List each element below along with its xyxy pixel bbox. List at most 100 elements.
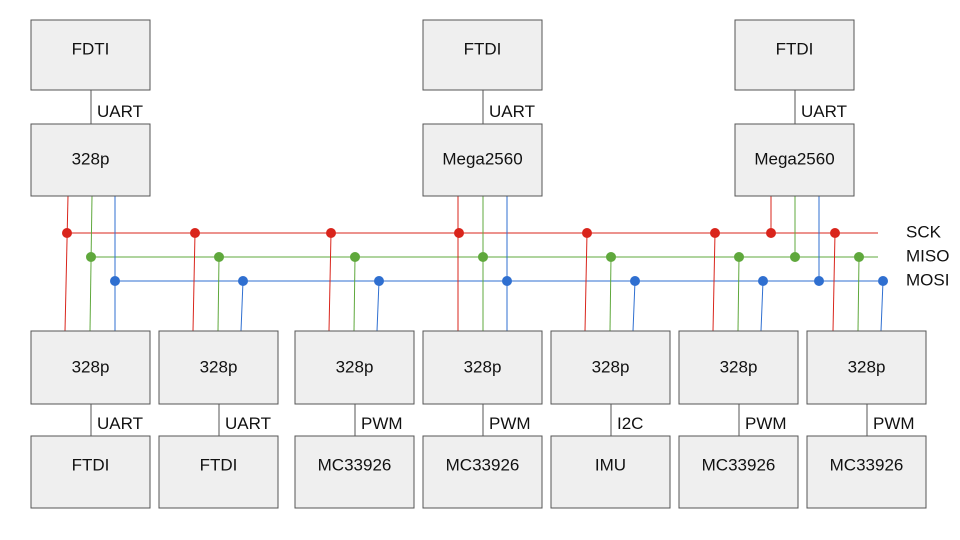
peripheral-label: IMU bbox=[595, 455, 626, 474]
top-node-2: UART FTDI Mega2560 bbox=[422, 19, 543, 197]
mosi-junction bbox=[110, 276, 120, 286]
bottom-5-sck-wire bbox=[584, 232, 588, 332]
miso-junction bbox=[86, 252, 96, 262]
controller-box: Mega2560 bbox=[734, 123, 855, 197]
bottom-2-miso-wire bbox=[217, 256, 220, 332]
mosi-junction bbox=[814, 276, 824, 286]
top-node-1: UART FDTI 328p bbox=[30, 19, 151, 197]
bottom-5-miso-wire bbox=[609, 256, 612, 332]
peripheral-box: MC33926 bbox=[422, 435, 543, 509]
bottom-5-mosi-wire bbox=[632, 280, 636, 332]
controller-label: Mega2560 bbox=[442, 149, 522, 168]
mosi-junction bbox=[238, 276, 248, 286]
mcu-box: 328p bbox=[158, 330, 279, 405]
bottom-7-link-label: PWM bbox=[873, 414, 915, 433]
programmer-box: FDTI bbox=[30, 19, 151, 91]
top-1-sck-wire bbox=[64, 195, 69, 332]
bottom-node-1: UART 328p FTDI bbox=[30, 330, 151, 509]
bus-junctions bbox=[62, 228, 888, 286]
mcu-label: 328p bbox=[464, 357, 502, 376]
peripheral-box: MC33926 bbox=[806, 435, 927, 509]
peripheral-label: MC33926 bbox=[830, 455, 904, 474]
bottom-2-link-label: UART bbox=[225, 414, 271, 433]
peripheral-box: MC33926 bbox=[678, 435, 799, 509]
bottom-6-mosi-wire bbox=[760, 280, 764, 332]
miso-junction bbox=[854, 252, 864, 262]
bottom-3-mosi-wire bbox=[376, 280, 380, 332]
peripheral-box: FTDI bbox=[30, 435, 151, 509]
mcu-label: 328p bbox=[72, 357, 110, 376]
bus-legend: SCK MISO MOSI bbox=[906, 222, 949, 289]
miso-junction bbox=[478, 252, 488, 262]
bottom-node-6: PWM 328p MC33926 bbox=[678, 330, 799, 509]
bottom-7-mosi-wire bbox=[880, 280, 884, 332]
miso-junction bbox=[214, 252, 224, 262]
mcu-label: 328p bbox=[200, 357, 238, 376]
peripheral-box: MC33926 bbox=[294, 435, 415, 509]
peripheral-label: MC33926 bbox=[318, 455, 392, 474]
controller-label: 328p bbox=[72, 149, 110, 168]
bottom-node-7: PWM 328p MC33926 bbox=[806, 330, 927, 509]
sck-junction bbox=[62, 228, 72, 238]
bottom-2-mosi-wire bbox=[240, 280, 244, 332]
bottom-2-sck-wire bbox=[192, 232, 196, 332]
controller-box: Mega2560 bbox=[422, 123, 543, 197]
bottom-node-3: PWM 328p MC33926 bbox=[294, 330, 415, 509]
bottom-3-sck-wire bbox=[328, 232, 332, 332]
miso-junction bbox=[790, 252, 800, 262]
top-2-link-label: UART bbox=[489, 102, 535, 121]
sck-junction bbox=[454, 228, 464, 238]
programmer-box: FTDI bbox=[734, 19, 855, 91]
sck-junction bbox=[830, 228, 840, 238]
bottom-node-4: PWM 328p MC33926 bbox=[422, 330, 543, 509]
controller-box: 328p bbox=[30, 123, 151, 197]
mcu-label: 328p bbox=[592, 357, 630, 376]
bottom-node-5: I2C 328p IMU bbox=[550, 330, 671, 509]
mosi-junction bbox=[374, 276, 384, 286]
bottom-5-link-label: I2C bbox=[617, 414, 643, 433]
mcu-box: 328p bbox=[30, 330, 151, 405]
mosi-junction bbox=[502, 276, 512, 286]
bus-label-sck: SCK bbox=[906, 222, 942, 241]
bottom-node-2: UART 328p FTDI bbox=[158, 330, 279, 509]
bus-label-mosi: MOSI bbox=[906, 270, 949, 289]
mcu-box: 328p bbox=[550, 330, 671, 405]
bottom-3-link-label: PWM bbox=[361, 414, 403, 433]
bottom-7-sck-wire bbox=[832, 232, 836, 332]
bottom-4-link-label: PWM bbox=[489, 414, 531, 433]
sck-junction bbox=[582, 228, 592, 238]
bottom-7-miso-wire bbox=[857, 256, 860, 332]
top-1-link-label: UART bbox=[97, 102, 143, 121]
miso-junction bbox=[350, 252, 360, 262]
bus-label-miso: MISO bbox=[906, 246, 949, 265]
bottom-6-miso-wire bbox=[737, 256, 740, 332]
miso-junction bbox=[734, 252, 744, 262]
peripheral-box: IMU bbox=[550, 435, 671, 509]
mcu-box: 328p bbox=[806, 330, 927, 405]
peripheral-label: MC33926 bbox=[446, 455, 520, 474]
top-node-3: UART FTDI Mega2560 bbox=[734, 19, 855, 197]
mcu-label: 328p bbox=[336, 357, 374, 376]
top-1-miso-wire bbox=[89, 195, 93, 332]
bus-wires bbox=[64, 195, 884, 332]
peripheral-label: MC33926 bbox=[702, 455, 776, 474]
mcu-label: 328p bbox=[848, 357, 886, 376]
peripheral-label: FTDI bbox=[72, 455, 110, 474]
sck-junction bbox=[766, 228, 776, 238]
programmer-box: FTDI bbox=[422, 19, 543, 91]
mosi-junction bbox=[630, 276, 640, 286]
miso-junction bbox=[606, 252, 616, 262]
programmer-label: FTDI bbox=[464, 39, 502, 58]
mcu-box: 328p bbox=[422, 330, 543, 405]
sck-junction bbox=[326, 228, 336, 238]
bottom-1-link-label: UART bbox=[97, 414, 143, 433]
mcu-label: 328p bbox=[720, 357, 758, 376]
mcu-box: 328p bbox=[294, 330, 415, 405]
bottom-6-sck-wire bbox=[712, 232, 716, 332]
sck-junction bbox=[710, 228, 720, 238]
programmer-label: FDTI bbox=[72, 39, 110, 58]
peripheral-label: FTDI bbox=[200, 455, 238, 474]
top-3-link-label: UART bbox=[801, 102, 847, 121]
mosi-junction bbox=[878, 276, 888, 286]
